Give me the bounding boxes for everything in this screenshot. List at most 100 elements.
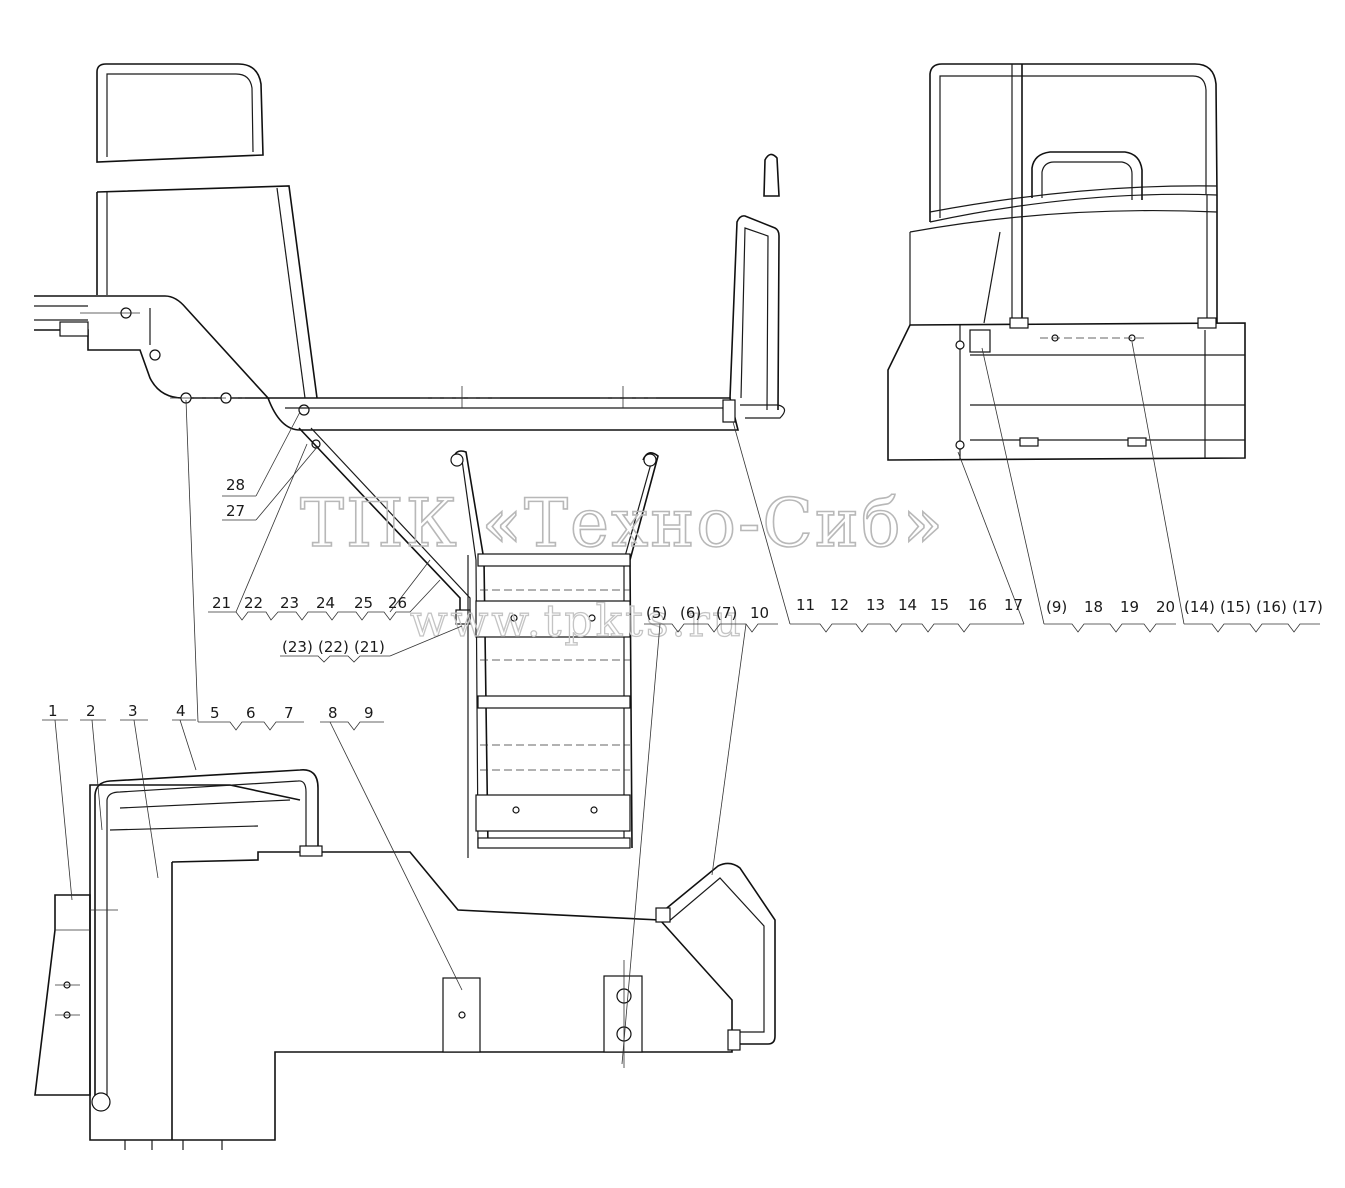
top-right-plate [722,399,736,423]
callout-21: 21 [212,594,231,612]
right-view-assembly [887,63,1246,461]
callout-4: 4 [176,702,186,720]
top-left-bracket [34,295,270,399]
ladder-step-2 [475,600,631,638]
right-bolt [955,340,965,350]
callout-24: 24 [316,594,335,612]
callout-15: 15 [930,596,949,614]
bottom-top-edge [89,784,301,840]
callout-23: 23 [280,594,299,612]
callout-p7: (7) [716,604,737,622]
callout-p5: (5) [646,604,667,622]
callout-26: 26 [388,594,407,612]
bottom-right-handrail-foot [655,907,671,923]
callout-6: 6 [246,704,256,722]
top-handrail-right [729,215,780,411]
right-guard-top [909,209,1218,233]
callout-p16: (16) [1256,598,1287,616]
callout-leaders [42,341,1320,1065]
callout-p17: (17) [1292,598,1323,616]
callout-p14: (14) [1184,598,1215,616]
ladder-assembly [450,450,659,858]
callout-2: 2 [86,702,96,720]
bottom-mount-plate [34,894,91,1096]
callout-7: 7 [284,704,294,722]
right-post-foot [1197,317,1217,329]
bottom-handrail [94,769,319,1098]
callout-9: 9 [364,704,374,722]
bottom-top-line2 [119,799,291,809]
watermark: ТПК «Техно-Сиб» www.tpkts.ru [299,484,945,647]
bottom-studs [124,1140,223,1150]
top-handrail-right-cap [763,153,780,197]
top-left-plate [59,321,89,337]
ladder-hole [510,614,518,622]
right-body [887,322,1246,461]
bottom-right-handrail-foot2 [727,1029,741,1051]
right-handrail-arc [929,193,1218,223]
callout-p15: (15) [1220,598,1251,616]
callout-25: 25 [354,594,373,612]
callout-13: 13 [866,596,885,614]
ladder-hole [512,806,520,814]
callout-11: 11 [796,596,815,614]
ladder-hole [588,614,596,622]
bottom-handrail-inner [106,780,307,1098]
right-latch [969,329,991,353]
bottom-bracket-hole [458,1011,466,1019]
bottom-view-assembly [34,769,776,1150]
callout-labels: 28 27 21 22 23 24 25 26 (23) (22) (21) (… [48,476,1323,722]
callout-18: 18 [1084,598,1103,616]
right-handrail-arc2 [929,185,1218,213]
bottom-top-line [109,825,259,831]
callout-5: 5 [210,704,220,722]
right-bottom-foot [1019,437,1039,447]
callout-3: 3 [128,702,138,720]
top-handrail-upper-inner [106,73,254,157]
right-handrail-outer [929,63,1218,222]
ladder-step-3 [477,695,631,709]
top-platform-floor [267,397,740,431]
top-panel [96,185,318,399]
right-handrail-inner-loop2 [1041,161,1133,200]
bottom-handrail-end [91,1092,111,1112]
callout-8: 8 [328,704,338,722]
ladder-step-4 [475,794,631,832]
right-post-foot [1009,317,1029,329]
right-guard-strut [983,231,1001,324]
right-handrail-outer-inner [939,75,1207,218]
callout-p21: (21) [354,638,385,656]
callout-16: 16 [968,596,987,614]
callout-27: 27 [226,502,245,520]
callout-28: 28 [226,476,245,494]
bottom-body-outline [89,840,733,1141]
top-handrail-upper [96,63,264,163]
callout-p9: (9) [1046,598,1067,616]
top-view-assembly [34,63,786,625]
callout-17: 17 [1004,596,1023,614]
callout-22: 22 [244,594,263,612]
ladder-step-1 [477,553,631,567]
callout-p23: (23) [282,638,313,656]
bottom-right-handrail-inner [667,877,765,1033]
watermark-url: www.tpkts.ru [410,596,744,647]
callout-p6: (6) [680,604,701,622]
bottom-right-handrail [661,862,776,1045]
right-handrail-inner-loop [1031,151,1143,200]
top-bolts [120,307,732,449]
callout-p22: (22) [318,638,349,656]
ladder-rail-left-inner [461,459,479,849]
right-bolt [955,440,965,450]
callout-20: 20 [1156,598,1175,616]
callout-14: 14 [898,596,917,614]
brace-foot-plate [455,609,471,625]
ladder-hook-right [643,453,657,467]
right-bottom-foot [1127,437,1147,447]
callout-1: 1 [48,702,58,720]
watermark-title: ТПК «Техно-Сиб» [300,485,945,562]
top-panel-edge [276,187,306,399]
bottom-handrail-foot [299,845,323,857]
callout-10: 10 [750,604,769,622]
callout-19: 19 [1120,598,1139,616]
